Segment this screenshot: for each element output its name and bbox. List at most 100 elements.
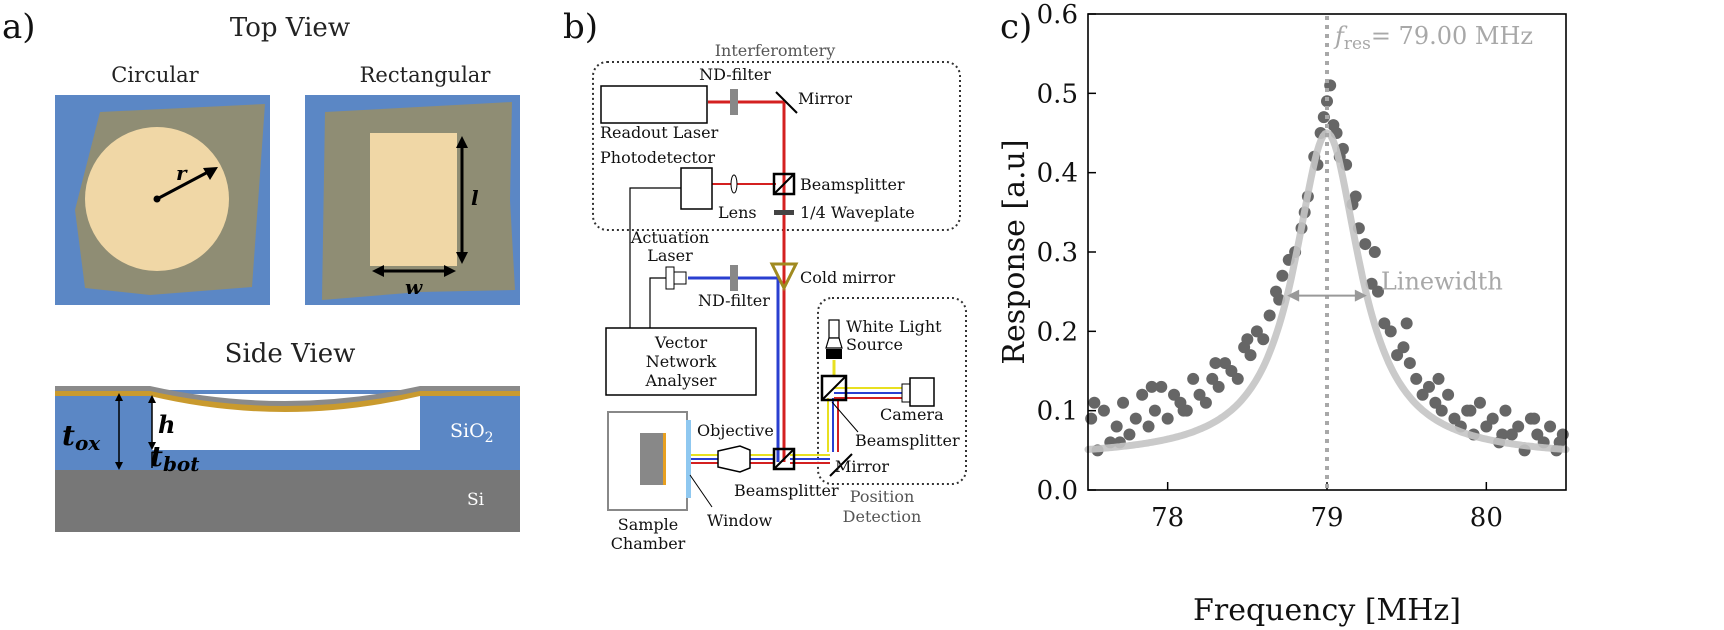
center-dot [153, 195, 161, 203]
data-point [1384, 325, 1397, 338]
window [686, 420, 691, 498]
data-point [1473, 396, 1486, 409]
sample [663, 433, 666, 485]
data-point [1276, 269, 1289, 282]
mirror-bottom-label: Mirror [835, 457, 889, 476]
data-point [1442, 388, 1455, 401]
data-point [1464, 404, 1477, 417]
data-point [1422, 380, 1435, 393]
data-point [1400, 317, 1413, 330]
lens-label: Lens [718, 203, 757, 222]
resonance-annotation: fres= 79.00 MHz [1333, 22, 1533, 54]
objective-label: Objective [697, 421, 774, 440]
data-point [1199, 396, 1212, 409]
panel-a-label: a) [2, 7, 36, 47]
white-light-body [828, 319, 840, 339]
data-point [1212, 380, 1225, 393]
sample-holder [640, 433, 663, 485]
photodetector-wire [629, 187, 681, 328]
panel-a: a) Top View Circular Rectangular r l w [2, 7, 520, 532]
photodetector-box [680, 167, 713, 210]
data-point [1435, 404, 1448, 417]
symbol-t-ox: tox [62, 419, 101, 455]
circular-drum-top-view: r [55, 95, 270, 305]
flake-gold [55, 390, 520, 412]
data-point [1263, 309, 1276, 322]
data-point [1359, 238, 1372, 251]
window-leader [689, 474, 713, 508]
data-point [1136, 388, 1149, 401]
camera-body [909, 377, 935, 407]
data-point [1349, 190, 1362, 203]
vna-box [605, 327, 757, 396]
actuation-laser-head [673, 271, 687, 285]
cold-mirror [769, 262, 799, 292]
vna-line-3: Analyser [645, 371, 717, 390]
data-point [1486, 412, 1499, 425]
interferometry-box [592, 61, 961, 231]
plot-frame [1087, 13, 1567, 491]
circular-label: Circular [111, 63, 199, 87]
cold-mirror-label: Cold mirror [800, 268, 896, 287]
beamsplitter-top [772, 172, 796, 196]
y-tick-label: 0.2 [1037, 317, 1078, 347]
position-detection-line-1: Position [850, 487, 915, 506]
waveplate [774, 210, 794, 215]
side-view-cross-section: tox h tbot SiO2 Si [55, 386, 520, 532]
readout-laser-label: Readout Laser [600, 123, 719, 142]
mirror-top-label: Mirror [798, 89, 852, 108]
width-arrowhead-left [372, 265, 384, 277]
data-point [1432, 372, 1445, 385]
interferometry-title: Interferomtery [715, 41, 836, 60]
vna-line-2: Network [646, 352, 717, 371]
y-axis-label: Response [a.u] [997, 139, 1032, 364]
data-point [1244, 349, 1257, 362]
data-point [1123, 428, 1136, 441]
beamsplitter-bottom [772, 447, 796, 471]
panel-c-label: c) [1000, 7, 1032, 47]
actuation-laser-line-2: Laser [647, 246, 693, 265]
x-axis-label: Frequency [MHz] [1193, 593, 1461, 628]
data-point [1410, 372, 1423, 385]
data-point [1499, 404, 1512, 417]
window-label: Window [707, 511, 772, 530]
data-point [1397, 341, 1410, 354]
sample-chamber-line-1: Sample [618, 515, 679, 534]
rectangular-drum-top-view: l w [305, 95, 520, 305]
beamsplitter-right [820, 374, 848, 402]
data-point [1129, 412, 1142, 425]
beamsplitter-right-diag [821, 375, 847, 401]
data-point [1368, 246, 1381, 258]
beamsplitter-bottom-diag [773, 448, 795, 470]
symbol-t-bot: tbot [150, 440, 200, 476]
panel-b-label: b) [563, 7, 598, 47]
actuation-wire [649, 277, 666, 328]
rectangular-label: Rectangular [360, 63, 492, 87]
length-arrowhead-top [456, 136, 468, 148]
symbol-l: l [471, 186, 479, 210]
t-ox-arrowhead-bottom [115, 462, 123, 470]
x-tick-label: 78 [1151, 503, 1184, 533]
silicon-layer [55, 470, 520, 532]
beamsplitter-right-leader [831, 401, 859, 433]
radius-arrow [156, 170, 209, 201]
data-point [1403, 357, 1416, 370]
side-view-title: Side View [225, 339, 356, 369]
beamsplitter-top-label: Beamsplitter [800, 175, 905, 194]
flake-top [55, 386, 520, 406]
nd-filter-top-label: ND-filter [699, 65, 771, 84]
width-arrowhead-right [444, 265, 456, 277]
data-point [1097, 404, 1110, 417]
data-point [1117, 396, 1130, 409]
symbol-r: r [176, 161, 188, 185]
linewidth-arrowhead-left [1287, 289, 1300, 302]
data-point [1161, 412, 1174, 425]
linewidth-label: Linewidth [1381, 268, 1503, 296]
panel-b: b) Interferomtery Position Detection Rea… [563, 7, 967, 553]
data-point [1148, 404, 1161, 417]
x-tick-label: 80 [1470, 503, 1503, 533]
